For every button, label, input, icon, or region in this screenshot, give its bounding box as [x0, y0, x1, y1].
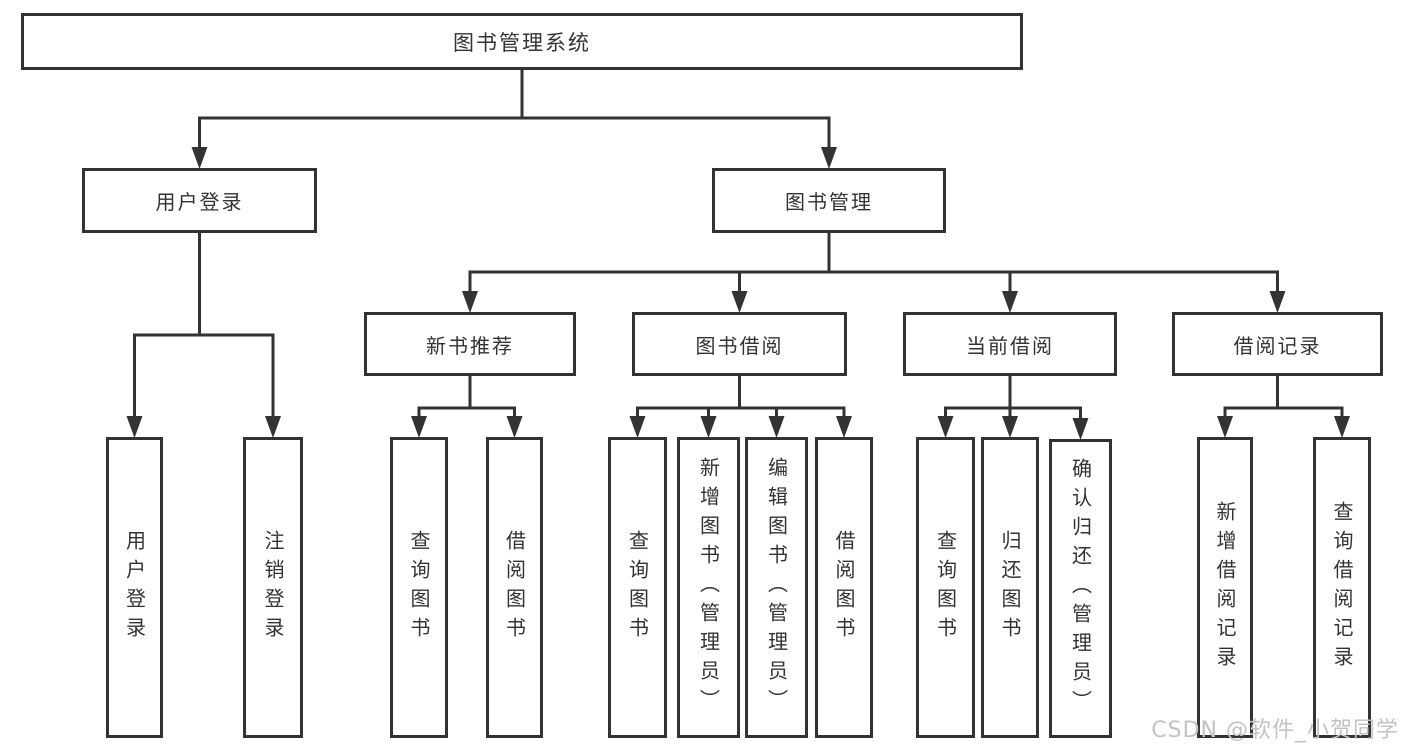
node-label: 新书推荐 — [426, 333, 514, 358]
node-label: 当前借阅 — [966, 333, 1054, 358]
arrowhead-icon — [1002, 416, 1018, 438]
arrowhead-icon — [836, 416, 852, 438]
node-nbr-borrow: 借阅图书 — [486, 437, 543, 738]
arrowhead-icon — [1269, 291, 1286, 313]
node-label: 借阅记录 — [1233, 333, 1322, 358]
arrowhead-icon — [1217, 416, 1233, 438]
arrowhead-icon — [462, 291, 478, 313]
node-user-login: 用户登录 — [82, 168, 317, 233]
node-cb-return: 归还图书 — [981, 437, 1039, 738]
node-book-mgmt: 图书管理 — [712, 168, 946, 233]
node-new-book-rec: 新书推荐 — [364, 312, 576, 376]
node-label: 图书管理系统 — [453, 30, 591, 55]
arrowhead-icon — [126, 416, 143, 438]
node-cb-query: 查询图书 — [916, 437, 975, 738]
node-label: 新增图书（管理员） — [696, 457, 721, 718]
node-label: 借阅图书 — [832, 529, 856, 646]
arrowhead-icon — [937, 416, 954, 438]
node-br-query: 查询借阅记录 — [1313, 437, 1371, 738]
node-leaf-user-login: 用户登录 — [106, 437, 163, 738]
arrowhead-icon — [506, 416, 523, 438]
node-label: 确认归还（管理员） — [1068, 458, 1093, 719]
node-label: 图书管理 — [785, 190, 873, 214]
node-label: 新增借阅记录 — [1213, 500, 1237, 675]
node-root: 图书管理系统 — [21, 13, 1023, 70]
arrowhead-icon — [768, 416, 785, 438]
arrowhead-icon — [1334, 416, 1350, 438]
arrowhead-icon — [191, 147, 208, 169]
node-bb-add: 新增图书（管理员） — [677, 437, 740, 738]
arrowhead-icon — [1072, 418, 1089, 440]
node-label: 查询图书 — [407, 529, 431, 646]
arrowhead-icon — [629, 416, 646, 438]
node-label: 用户登录 — [155, 190, 244, 214]
node-bb-query: 查询图书 — [608, 437, 667, 738]
watermark: CSDN @软件_小贺同学 — [1151, 718, 1399, 743]
node-label: 注销登录 — [261, 529, 285, 646]
node-label: 借阅图书 — [502, 529, 527, 646]
arrowhead-icon — [265, 416, 281, 438]
arrowhead-icon — [821, 147, 837, 169]
arrowhead-icon — [700, 416, 717, 438]
arrowhead-icon — [411, 416, 427, 438]
node-label: 查询图书 — [933, 529, 958, 646]
arrowhead-icon — [1002, 291, 1018, 313]
node-nbr-query: 查询图书 — [390, 437, 448, 738]
node-label: 查询图书 — [625, 529, 650, 646]
node-bb-edit: 编辑图书（管理员） — [745, 437, 808, 738]
node-label: 编辑图书（管理员） — [764, 457, 789, 718]
node-leaf-logout: 注销登录 — [243, 437, 303, 738]
node-bb-borrow: 借阅图书 — [815, 437, 873, 738]
node-label: 归还图书 — [998, 529, 1022, 646]
node-br-add: 新增借阅记录 — [1197, 437, 1253, 738]
node-borrow-records: 借阅记录 — [1172, 312, 1383, 376]
node-book-borrow: 图书借阅 — [632, 312, 847, 376]
node-label: 用户登录 — [122, 529, 147, 646]
node-cb-confirm: 确认归还（管理员） — [1049, 439, 1112, 738]
arrowhead-icon — [731, 291, 748, 313]
node-current-borrow: 当前借阅 — [903, 312, 1117, 376]
node-label: 图书借阅 — [695, 333, 784, 358]
node-label: 查询借阅记录 — [1330, 500, 1354, 675]
